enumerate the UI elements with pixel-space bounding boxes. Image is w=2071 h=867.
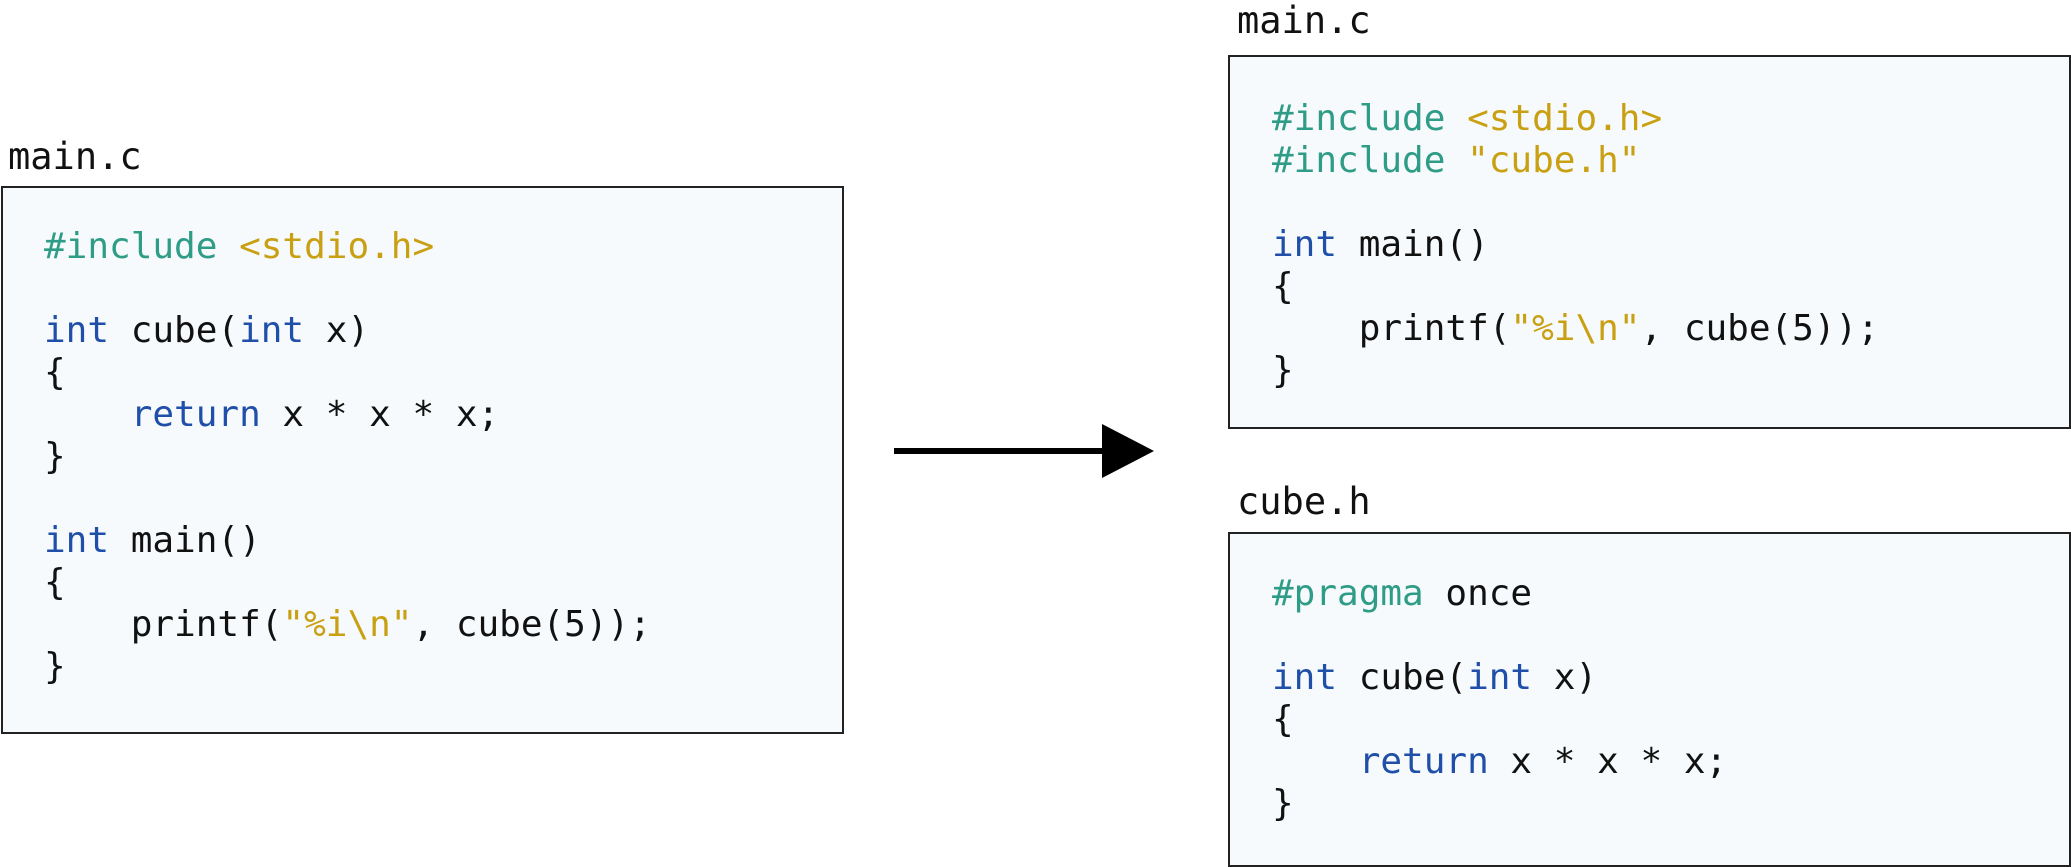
code-text: cube(	[109, 310, 240, 351]
code-text: main()	[109, 520, 261, 561]
code-keyword: int	[44, 520, 110, 561]
code-text: printf(	[1272, 308, 1511, 349]
code-text: cube(	[1337, 657, 1468, 698]
code-line: int cube(int x)	[1272, 657, 1727, 699]
code-line: #pragma once	[1272, 573, 1727, 615]
code-string: "%i\n"	[1510, 308, 1641, 349]
code-line: int main()	[1272, 224, 1879, 266]
code-line: }	[44, 646, 651, 688]
code-text: , cube(5));	[412, 604, 651, 645]
code-text: main()	[1337, 224, 1489, 265]
code-string: "cube.h"	[1467, 140, 1641, 181]
code-line: int cube(int x)	[44, 310, 651, 352]
code-text: {	[1272, 699, 1294, 740]
code-keyword: return	[130, 394, 261, 435]
code-text	[1272, 741, 1359, 782]
code-string: <stdio.h>	[1467, 98, 1663, 139]
left-file-name: main.c	[8, 135, 142, 178]
code-line	[44, 268, 651, 310]
code-line: int main()	[44, 520, 651, 562]
code-line: }	[1272, 783, 1727, 825]
code-text: {	[44, 352, 66, 393]
code-line: {	[1272, 266, 1879, 308]
code-preprocessor: #include	[1272, 98, 1468, 139]
code-line: }	[1272, 350, 1879, 392]
code-preprocessor: #include	[1272, 140, 1468, 181]
code-text: }	[44, 436, 66, 477]
code-line	[1272, 182, 1879, 224]
code-text	[44, 394, 131, 435]
code-text: }	[1272, 783, 1294, 824]
code-line: printf("%i\n", cube(5));	[1272, 308, 1879, 350]
code-line	[1272, 615, 1727, 657]
code-line: return x * x * x;	[1272, 741, 1727, 783]
code-keyword: int	[44, 310, 110, 351]
code-line: return x * x * x;	[44, 394, 651, 436]
code-text: , cube(5));	[1640, 308, 1879, 349]
code-keyword: int	[1272, 657, 1338, 698]
code-line: {	[44, 562, 651, 604]
code-line: {	[1272, 699, 1727, 741]
right-main-code-block: #include <stdio.h>#include "cube.h" int m…	[1272, 98, 1879, 392]
code-text: x)	[304, 310, 370, 351]
left-code-block: #include <stdio.h>int cube(int x){ retur…	[44, 226, 651, 688]
right-cube-file-name: cube.h	[1237, 480, 1371, 523]
code-keyword: int	[1272, 224, 1338, 265]
code-line: printf("%i\n", cube(5));	[44, 604, 651, 646]
code-preprocessor: #include	[44, 226, 240, 267]
code-preprocessor: #pragma	[1272, 573, 1424, 614]
code-text: {	[44, 562, 66, 603]
code-line: #include "cube.h"	[1272, 140, 1879, 182]
right-cube-code-box	[1228, 532, 2071, 867]
code-text: printf(	[44, 604, 283, 645]
code-text: once	[1423, 573, 1533, 614]
code-line: {	[44, 352, 651, 394]
code-line: #include <stdio.h>	[1272, 98, 1879, 140]
code-keyword: int	[1467, 657, 1533, 698]
code-line: }	[44, 436, 651, 478]
code-text: }	[44, 646, 66, 687]
arrow-head	[1102, 424, 1154, 478]
code-line	[44, 478, 651, 520]
code-text: {	[1272, 266, 1294, 307]
code-string: <stdio.h>	[239, 226, 435, 267]
right-main-file-name: main.c	[1237, 0, 1371, 42]
code-text: }	[1272, 350, 1294, 391]
code-line: #include <stdio.h>	[44, 226, 651, 268]
code-text: x * x * x;	[260, 394, 500, 435]
code-keyword: return	[1358, 741, 1489, 782]
code-text: x)	[1532, 657, 1598, 698]
right-main-code-box	[1228, 55, 2071, 429]
code-text: x * x * x;	[1488, 741, 1728, 782]
code-string: "%i\n"	[282, 604, 413, 645]
left-code-box	[1, 186, 844, 734]
code-keyword: int	[239, 310, 305, 351]
right-arrow-icon	[894, 424, 1154, 478]
